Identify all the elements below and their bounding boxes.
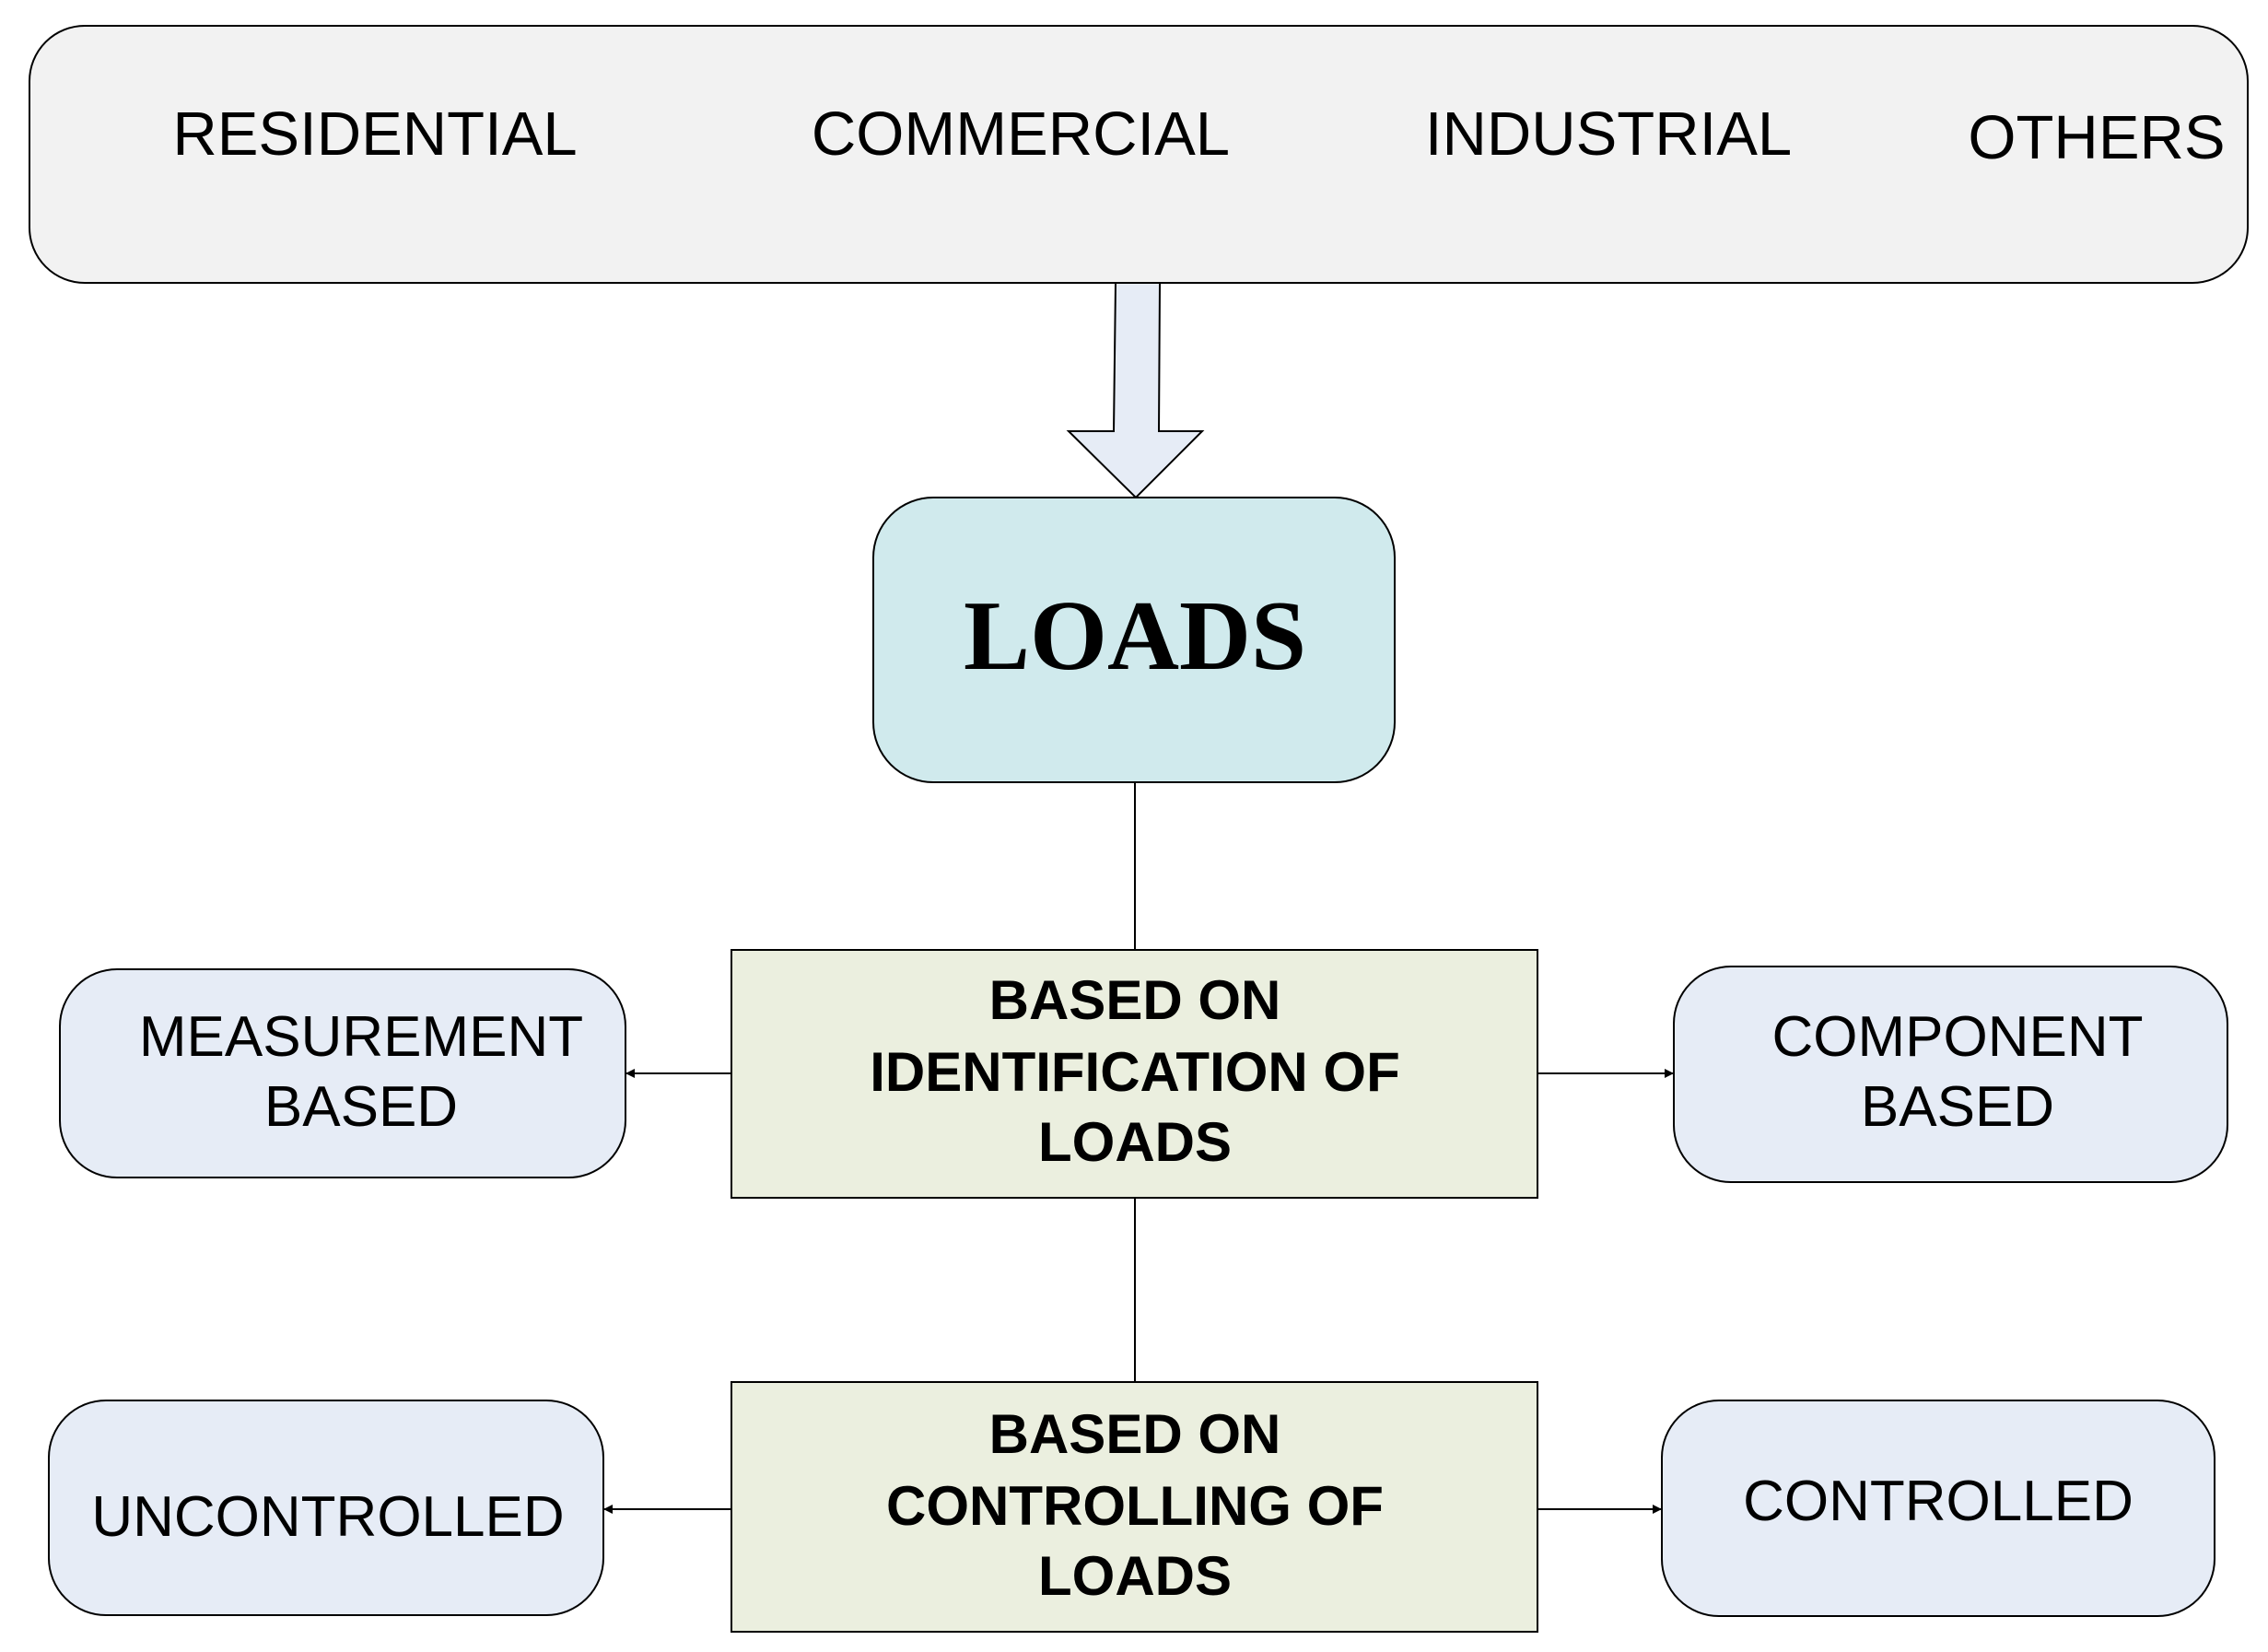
identification-line-2: IDENTIFICATION OF <box>870 1041 1400 1103</box>
component-based-box <box>1673 966 2228 1183</box>
sector-bar: RESIDENTIAL COMMERCIAL INDUSTRIAL OTHERS <box>29 25 2249 284</box>
sectors-to-loads-arrow <box>1066 282 1205 499</box>
controlling-line-1: BASED ON <box>989 1403 1281 1465</box>
component-based-node: COMPONENT BASED <box>1673 966 2228 1183</box>
controlling-line-3: LOADS <box>1038 1545 1232 1607</box>
identification-basis-node: BASED ON IDENTIFICATION OF LOADS <box>731 949 1538 1199</box>
component-based-line-2: BASED <box>1861 1075 2054 1139</box>
controlled-box <box>1661 1400 2215 1617</box>
controlling-line-2: CONTROLLING OF <box>886 1475 1384 1537</box>
measurement-based-line-2: BASED <box>264 1075 458 1139</box>
component-based-line-1: COMPONENT <box>1772 1005 2144 1069</box>
controlling-basis-box <box>731 1381 1538 1633</box>
measurement-based-box <box>59 968 626 1178</box>
loads-node: LOADS <box>872 497 1396 783</box>
sector-others: OTHERS <box>1968 103 2225 172</box>
loads-label: LOADS <box>964 581 1306 691</box>
uncontrolled-box <box>48 1400 604 1616</box>
controlled-node: CONTROLLED <box>1661 1400 2215 1617</box>
controlling-basis-node: BASED ON CONTROLLING OF LOADS <box>731 1381 1538 1633</box>
sector-commercial: COMMERCIAL <box>812 100 1230 169</box>
controlled-label: CONTROLLED <box>1743 1470 2134 1533</box>
uncontrolled-node: UNCONTROLLED <box>48 1400 604 1616</box>
sector-residential: RESIDENTIAL <box>172 100 577 169</box>
identification-line-1: BASED ON <box>989 969 1281 1031</box>
identification-line-3: LOADS <box>1038 1111 1232 1173</box>
sector-industrial: INDUSTRIAL <box>1425 100 1792 169</box>
uncontrolled-label: UNCONTROLLED <box>91 1485 564 1549</box>
measurement-based-node: MEASUREMENT BASED <box>59 968 626 1178</box>
measurement-based-line-1: MEASUREMENT <box>139 1005 583 1069</box>
